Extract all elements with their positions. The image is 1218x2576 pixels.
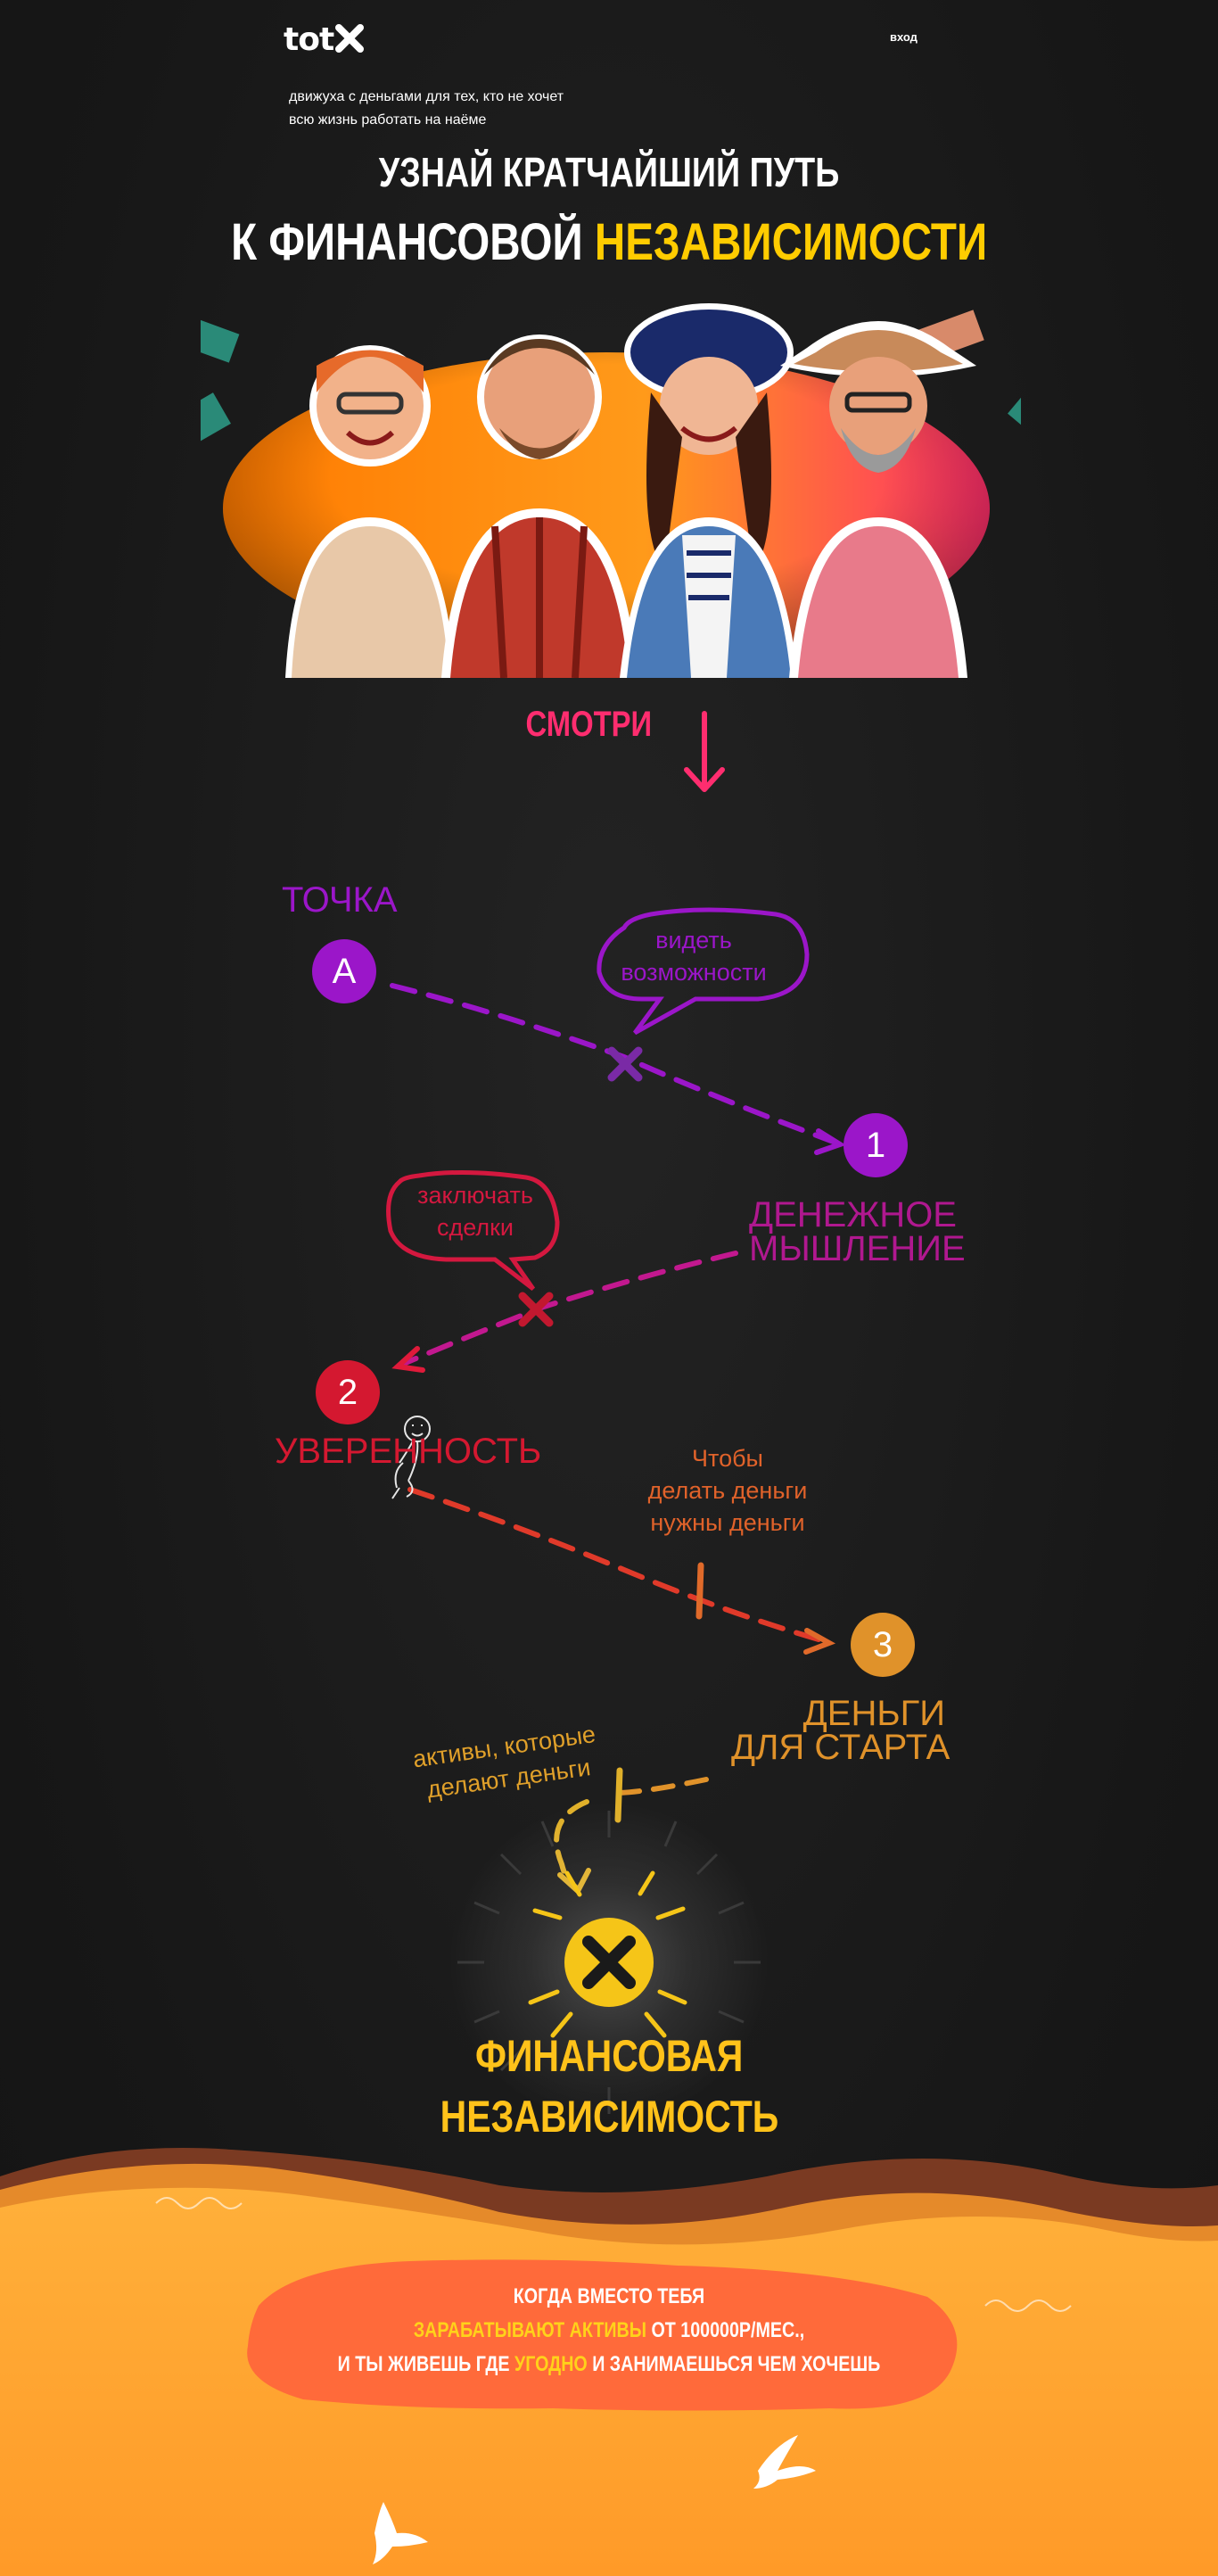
- spark-lines: [528, 1870, 687, 2038]
- brand-logo[interactable]: tot: [284, 21, 365, 58]
- step-3-label-line2: ДЛЯ СТАРТА: [731, 1728, 951, 1767]
- step-3-label: ДЕНЬГИ ДЛЯ СТАРТА: [731, 1694, 951, 1767]
- note-3: Чтобы делать деньги нужны деньги: [630, 1442, 826, 1539]
- bottom-line1: КОГДА ВМЕСТО ТЕБЯ: [513, 2284, 705, 2308]
- step-2-node: 2: [316, 1360, 380, 1424]
- person-1: [285, 345, 455, 678]
- bottom-line3-b: И ЗАНИМАЕШЬСЯ ЧЕМ ХОЧЕШЬ: [587, 2352, 881, 2376]
- note-3-line3: нужны деньги: [650, 1509, 805, 1536]
- sunburst-rays: [457, 1811, 761, 2114]
- tagline: движуха с деньгами для тех, кто не хочет…: [289, 89, 564, 128]
- watch-label: СМОТРИ: [525, 705, 652, 744]
- headline-line1: УЗНАЙ КРАТЧАЙШИЙ ПУТЬ: [0, 148, 1218, 196]
- wave-doodle-2: [984, 2299, 1072, 2312]
- hero-people-illustration: [201, 303, 1021, 678]
- step-3-node: 3: [851, 1613, 915, 1677]
- stick-figure-icon: [391, 1416, 431, 1499]
- text-blob: [247, 2259, 958, 2411]
- final-line2-text: НЕЗАВИСИМОСТЬ: [440, 2092, 778, 2142]
- watch-label-block: СМОТРИ: [499, 705, 678, 745]
- person-2: [441, 334, 638, 678]
- step-1-label-line2: МЫШЛЕНИЕ: [749, 1229, 966, 1268]
- bubble-2-text: заключать сделки: [417, 1182, 533, 1241]
- step-1-label-line1: ДЕНЕЖНОЕ: [749, 1195, 957, 1234]
- final-title-line2: НЕЗАВИСИМОСТЬ: [0, 2091, 1218, 2143]
- speech-bubble-1-shape: [597, 907, 810, 1036]
- bottom-line3: И ТЫ ЖИВЕШЬ ГДЕ УГОДНО И ЗАНИМАЕШЬСЯ ЧЕМ…: [110, 2348, 1108, 2382]
- tick-mark-3: [695, 1562, 704, 1620]
- headline-line2-prefix: К ФИНАНСОВОЙ: [230, 213, 583, 271]
- bottom-line2-rest: ОТ 100000Р/МЕС.,: [646, 2318, 805, 2342]
- person-4: [780, 321, 976, 678]
- step-3-label-line1: ДЕНЬГИ: [802, 1694, 945, 1733]
- logo-text: tot: [284, 21, 334, 58]
- person-3: [620, 303, 798, 678]
- cross-mark-1: [607, 1046, 643, 1082]
- login-link[interactable]: вход: [890, 30, 918, 44]
- headline-line2: К ФИНАНСОВОЙ НЕЗАВИСИМОСТИ: [0, 212, 1218, 272]
- speech-bubble-2-shape: [386, 1169, 560, 1291]
- start-node: А: [312, 939, 376, 1003]
- start-label: ТОЧКА: [282, 880, 398, 920]
- step-2-label: УВЕРЕННОСТЬ: [275, 1432, 542, 1471]
- bottom-message: КОГДА ВМЕСТО ТЕБЯ ЗАРАБАТЫВАЮТ АКТИВЫ ОТ…: [0, 2280, 1218, 2382]
- arrow-down-icon: [684, 711, 725, 792]
- seagull-icon-2: [373, 2502, 428, 2564]
- note-3-line1: Чтобы: [692, 1445, 763, 1472]
- step-1-node: 1: [844, 1113, 908, 1177]
- step-1-label: ДЕНЕЖНОЕ МЫШЛЕНИЕ: [749, 1195, 966, 1268]
- bottom-line2-accent: ЗАРАБАТЫВАЮТ АКТИВЫ: [413, 2318, 646, 2342]
- bubble-1-text: видеть возможности: [621, 927, 767, 986]
- headline-line2-accent: НЕЗАВИСИМОСТИ: [594, 213, 988, 271]
- headline-line1-text: УЗНАЙ КРАТЧАЙШИЙ ПУТЬ: [378, 149, 840, 195]
- final-coin-x-icon: [582, 1936, 636, 1989]
- wave-doodle-1: [155, 2197, 243, 2209]
- bottom-line3-accent: УГОДНО: [514, 2352, 588, 2376]
- bottom-line2: ЗАРАБАТЫВАЮТ АКТИВЫ ОТ 100000Р/МЕС.,: [110, 2314, 1108, 2348]
- final-line1-text: ФИНАНСОВАЯ: [474, 2031, 744, 2081]
- note-3-line2: делать деньги: [647, 1477, 808, 1504]
- final-title-line1: ФИНАНСОВАЯ: [0, 2030, 1218, 2082]
- cross-mark-2: [518, 1292, 554, 1327]
- logo-x-icon: [335, 24, 365, 53]
- seagull-icon-1: [753, 2435, 816, 2489]
- bottom-line3-a: И ТЫ ЖИВЕШЬ ГДЕ: [337, 2352, 514, 2376]
